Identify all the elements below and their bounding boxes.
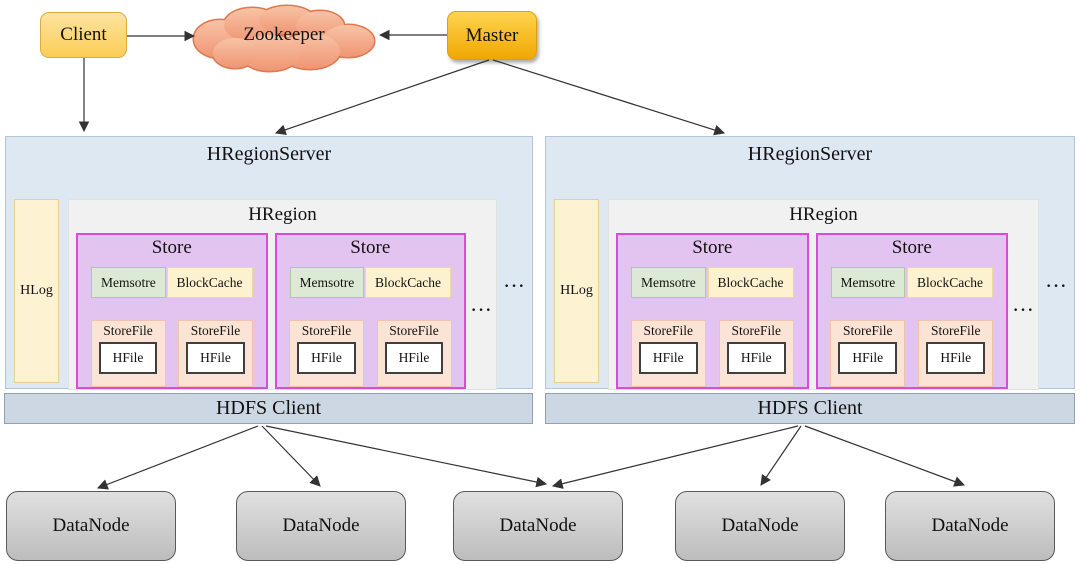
- storefile-box: StoreFile HFile: [718, 320, 794, 387]
- memstore-blockcache-row: Memsotre BlockCache: [618, 267, 807, 298]
- memstore-blockcache-row: Memsotre BlockCache: [277, 267, 465, 298]
- storefile-row: StoreFile HFile StoreFile HFile: [818, 320, 1007, 387]
- hfile-box: HFile: [926, 342, 986, 374]
- storefile-row: StoreFile HFile StoreFile HFile: [78, 320, 266, 387]
- store-box: Store Memsotre BlockCache StoreFile HFil…: [616, 233, 809, 389]
- datanode-2: DataNode: [236, 491, 406, 561]
- arrow-hdfs2-to-datanode4: [760, 425, 802, 486]
- store-title: Store: [151, 237, 192, 258]
- hlog-box: HLog: [14, 199, 59, 383]
- hregion-title: HRegion: [248, 204, 317, 225]
- hregionserver-title: HRegionServer: [206, 143, 332, 165]
- hfile-box: HFile: [726, 342, 786, 374]
- hfile-box: HFile: [186, 342, 245, 374]
- arrow-hdfs1-to-datanode3: [265, 425, 548, 488]
- store-box: Store Memsotre BlockCache StoreFile HFil…: [76, 233, 268, 389]
- storefile-label: StoreFile: [731, 323, 781, 338]
- zookeeper-node: Zookeeper: [190, 3, 378, 75]
- more-stores-ellipsis: ···: [470, 302, 493, 319]
- memstore-box: Memsotre: [631, 267, 706, 298]
- storefile-box: StoreFile HFile: [289, 320, 364, 387]
- memstore-blockcache-row: Memsotre BlockCache: [78, 267, 266, 298]
- storefile-box: StoreFile HFile: [630, 320, 706, 387]
- datanode-1: DataNode: [6, 491, 176, 561]
- memstore-box: Memsotre: [289, 267, 365, 298]
- datanode-4: DataNode: [675, 491, 845, 561]
- blockcache-box: BlockCache: [365, 267, 451, 298]
- hregion-title: HRegion: [789, 204, 858, 225]
- arrow-hdfs1-to-datanode2: [261, 425, 321, 487]
- hregionserver-1: HRegionServer HLog HRegion Store Memsotr…: [5, 136, 533, 390]
- more-stores-ellipsis: ···: [1012, 302, 1035, 319]
- store-box: Store Memsotre BlockCache StoreFile HFil…: [274, 233, 466, 389]
- storefile-box: StoreFile HFile: [90, 320, 166, 387]
- more-hregions-ellipsis: ···: [1045, 278, 1068, 295]
- storefile-label: StoreFile: [843, 323, 893, 338]
- hregionserver-title: HRegionServer: [747, 143, 873, 165]
- arrow-hdfs1-to-datanode1: [96, 425, 259, 490]
- blockcache-box: BlockCache: [707, 267, 794, 298]
- stores-row: Store Memsotre BlockCache StoreFile HFil…: [616, 233, 1008, 389]
- memstore-blockcache-row: Memsotre BlockCache: [818, 267, 1007, 298]
- memstore-box: Memsotre: [91, 267, 166, 298]
- store-box: Store Memsotre BlockCache StoreFile HFil…: [815, 233, 1008, 389]
- hfile-box: HFile: [638, 342, 698, 374]
- stores-row: Store Memsotre BlockCache StoreFile HFil…: [76, 233, 466, 389]
- hregionserver-2: HRegionServer HLog HRegion Store Memsotr…: [545, 136, 1075, 390]
- datanode-3: DataNode: [453, 491, 623, 561]
- hdfs-client-2: HDFS Client: [545, 393, 1075, 424]
- storefile-label: StoreFile: [103, 323, 153, 338]
- hdfs-client-1: HDFS Client: [4, 393, 533, 424]
- storefile-box: StoreFile HFile: [830, 320, 906, 387]
- store-title: Store: [692, 237, 733, 258]
- store-title: Store: [350, 237, 391, 258]
- hfile-box: HFile: [838, 342, 898, 374]
- storefile-label: StoreFile: [389, 323, 439, 338]
- arrow-master-to-hregionserver2: [492, 59, 726, 136]
- blockcache-box: BlockCache: [907, 267, 993, 298]
- zookeeper-label: Zookeeper: [243, 24, 325, 45]
- memstore-box: Memsotre: [830, 267, 906, 298]
- storefile-box: StoreFile HFile: [178, 320, 253, 387]
- client-label: Client: [60, 24, 107, 45]
- arrow-hdfs2-to-datanode3: [551, 425, 799, 489]
- master-label: Master: [465, 24, 519, 46]
- more-hregions-ellipsis: ···: [503, 278, 526, 295]
- hregion-box: HRegion Store Memsotre BlockCache StoreF…: [68, 199, 497, 390]
- storefile-row: StoreFile HFile StoreFile HFile: [618, 320, 807, 387]
- storefile-label: StoreFile: [930, 323, 981, 338]
- hfile-box: HFile: [297, 342, 356, 374]
- storefile-box: StoreFile HFile: [376, 320, 452, 387]
- storefile-box: StoreFile HFile: [918, 320, 994, 387]
- hfile-box: HFile: [98, 342, 158, 374]
- hregion-box: HRegion Store Memsotre BlockCache StoreF…: [608, 199, 1039, 390]
- arrow-hdfs2-to-datanode5: [804, 425, 966, 487]
- hlog-box: HLog: [554, 199, 599, 383]
- storefile-row: StoreFile HFile StoreFile HFile: [277, 320, 465, 387]
- hfile-box: HFile: [384, 342, 444, 374]
- storefile-label: StoreFile: [301, 323, 352, 338]
- storefile-label: StoreFile: [643, 323, 694, 338]
- storefile-label: StoreFile: [190, 323, 241, 338]
- client-node: Client: [40, 12, 127, 58]
- store-title: Store: [891, 237, 932, 258]
- master-node: Master: [447, 11, 537, 60]
- blockcache-box: BlockCache: [166, 267, 253, 298]
- datanode-5: DataNode: [885, 491, 1055, 561]
